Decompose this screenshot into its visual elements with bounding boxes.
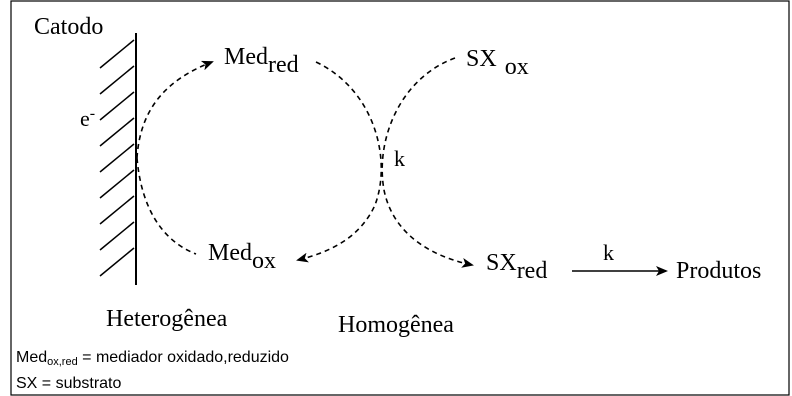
cathode-label: Catodo: [34, 14, 103, 40]
k-products-label: k: [603, 240, 614, 265]
k-homogeneous-label: k: [394, 146, 405, 171]
reduction-arc-arrow: [136, 60, 214, 159]
heterogeneous-label: Heterogênea: [106, 306, 228, 332]
mediator-oxidation-arc-arrow: [296, 61, 382, 263]
electron-label: e-: [80, 105, 95, 131]
substrate-reduction-arc-arrow: [381, 57, 474, 268]
sx-red-label: SXred: [486, 250, 547, 284]
med-ox-label: Medox: [208, 240, 276, 274]
med-red-label: Medred: [224, 44, 299, 78]
products-label: Produtos: [676, 258, 761, 284]
legend-substrate-line: SX = substrato: [16, 375, 121, 392]
legend-mediator-line: Medox,red = mediador oxidado,reduzido: [16, 349, 289, 368]
oxidized-return-arc: [136, 157, 197, 255]
homogeneous-label: Homogênea: [338, 312, 454, 338]
figure-border: [10, 0, 790, 396]
cathode-hatching: [99, 39, 135, 277]
